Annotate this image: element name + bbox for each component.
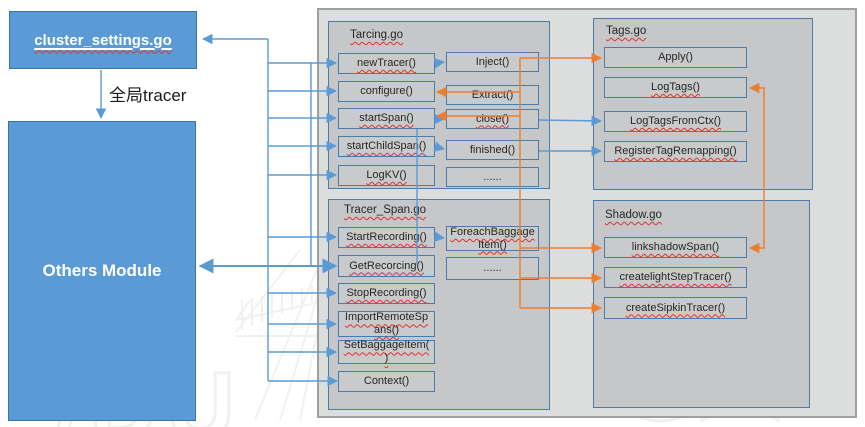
node-inject: Inject() xyxy=(446,52,539,72)
node-logtags: LogTags() xyxy=(604,77,747,98)
global-tracer-label: 全局tracer xyxy=(109,86,187,105)
node-logtagsfromctx: LogTagsFromCtx() xyxy=(604,111,747,132)
node-close: close() xyxy=(446,109,539,129)
node-foreachbaggageitem: ForeachBaggageItem() xyxy=(446,226,539,251)
node-startchildspan: startChildSpan() xyxy=(338,136,435,157)
node-apply: Apply() xyxy=(604,47,747,68)
node-configure: configure() xyxy=(338,81,435,102)
panel-tracer-span-title: Tracer_Span.go xyxy=(344,204,427,216)
node-tracerspan-ellipsis: ...... xyxy=(446,257,539,280)
node-context: Context() xyxy=(338,371,435,392)
others-module-label: Others Module xyxy=(42,261,162,280)
panel-tracing xyxy=(328,21,550,189)
node-startrecording: StartRecording() xyxy=(338,227,435,248)
node-stoprecording: StopRecording() xyxy=(338,283,435,304)
node-getrecorcing: GetRecorcing() xyxy=(338,255,435,277)
node-newtracer: newTracer() xyxy=(338,53,435,74)
cluster-settings-node: cluster_settings.go xyxy=(9,11,197,69)
node-startspan: startSpan() xyxy=(338,108,435,129)
node-registertagremapping: RegisterTagRemapping() xyxy=(604,141,747,162)
cluster-settings-label: cluster_settings.go xyxy=(34,31,172,49)
node-setbaggageitem: SetBaggageItem() xyxy=(338,339,435,364)
node-linkshadowspan: linkshadowSpan() xyxy=(604,237,747,258)
panel-tracing-title: Tarcing.go xyxy=(350,29,404,41)
panel-shadow-title: Shadow.go xyxy=(605,209,662,221)
panel-tags xyxy=(593,18,813,190)
panel-tags-title: Tags.go xyxy=(606,25,647,37)
node-tracing-ellipsis: ...... xyxy=(446,167,539,187)
node-createsipkintracer: createSipkinTracer() xyxy=(604,297,747,319)
node-createlightsteptracer: createlightStepTracer() xyxy=(604,267,747,288)
node-finished: finished() xyxy=(446,140,539,160)
node-importremotespans: ImportRemoteSpans() xyxy=(338,311,435,337)
node-extract: Extract() xyxy=(446,85,539,105)
node-logkv: LogKV() xyxy=(338,165,435,186)
others-module-node: Others Module xyxy=(8,121,196,421)
